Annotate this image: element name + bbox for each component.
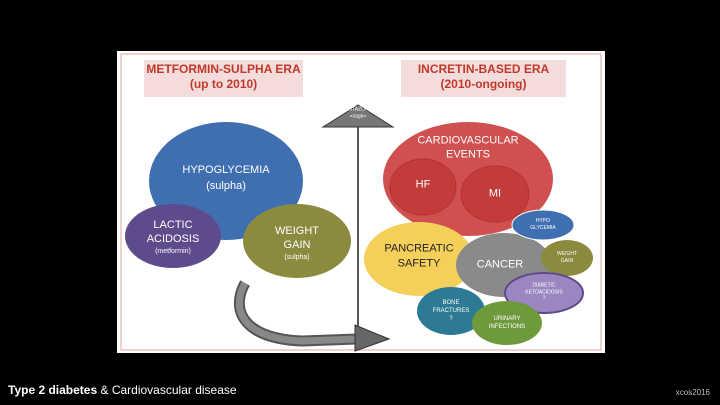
slide-credit: xcos2016 xyxy=(675,388,710,397)
left-era-title: METFORMIN-SULPHA ERA xyxy=(146,62,301,76)
footer-amp: & xyxy=(97,383,112,397)
left-era-subtitle: (up to 2010) xyxy=(189,77,258,91)
glitazone-line1: GLITAZONE xyxy=(344,106,372,113)
hf-label: HF xyxy=(415,178,431,191)
cardiovascular-line2: EVENTS xyxy=(445,149,491,161)
right-weight-gain-bubble xyxy=(541,240,593,276)
lactic-acidosis-bubble xyxy=(125,204,221,268)
diagram-graphics xyxy=(120,53,602,352)
urinary-line2: INFECTIONS xyxy=(488,324,526,330)
hf-bubble xyxy=(389,158,457,216)
hypoglycemia-sub: (sulpha) xyxy=(206,180,246,192)
right-weight-line2: GAIN xyxy=(560,258,574,264)
cancer-label: CANCER xyxy=(476,258,524,271)
right-weight-gain-label: WEIGHT GAIN xyxy=(557,251,577,265)
hypo-line1: HYPO xyxy=(535,218,551,224)
ketoacidosis-label: DIABETIC KETOACIDOSIS ? xyxy=(525,282,562,302)
mi-label: MI xyxy=(488,187,502,200)
cardiovascular-line1: CARDIOVASCULAR xyxy=(417,134,519,147)
right-era-subtitle: (2010-ongoing) xyxy=(440,77,527,91)
lactic-line2: ACIDOSIS xyxy=(146,233,200,246)
hypoglycemia-label: HYPOGLYCEMIA (sulpha) xyxy=(182,163,269,195)
hypo-line2: GLYCEMIA xyxy=(530,225,556,231)
weight-sub: (sulpha) xyxy=(284,253,310,261)
urinary-line1: URINARY xyxy=(493,315,521,322)
right-era-header: INCRETIN-BASED ERA (2010-ongoing) xyxy=(401,60,566,97)
right-weight-line1: WEIGHT xyxy=(557,251,577,257)
urinary-infections-bubble xyxy=(472,301,542,345)
bone-fractures-bubble xyxy=(417,287,485,335)
urinary-label: URINARY INFECTIONS xyxy=(489,315,525,331)
frame-border xyxy=(120,53,602,351)
divider-triangle xyxy=(321,104,395,128)
footer-rest: Cardiovascular disease xyxy=(111,383,237,397)
curved-arrow-head xyxy=(354,324,391,352)
ketoacidosis-bubble xyxy=(504,272,584,314)
lactic-sub: (metformin) xyxy=(155,247,191,255)
curved-arrow-shine xyxy=(236,281,358,345)
right-era-title: INCRETIN-BASED ERA xyxy=(417,62,550,76)
bone-line3: ? xyxy=(449,316,453,323)
glitazone-line2: «saga» xyxy=(349,113,367,119)
cardiovascular-label: CARDIOVASCULAR EVENTS xyxy=(417,134,518,163)
hypoglycemia-title: HYPOGLYCEMIA xyxy=(182,164,270,177)
weight-line2: GAIN xyxy=(283,239,311,252)
pancreatic-line1: PANCREATIC xyxy=(384,242,454,255)
bone-fractures-label: BONE FRACTURES ? xyxy=(433,299,470,323)
ketoacidosis-line1: DIABETIC xyxy=(532,282,556,289)
footer-bold: Type 2 diabetes xyxy=(8,383,98,397)
bone-line1: BONE xyxy=(442,299,460,306)
lactic-line1: LACTIC xyxy=(153,219,193,232)
pancreatic-line2: SAFETY xyxy=(397,258,441,270)
bone-line2: FRACTURES xyxy=(432,307,470,314)
pancreatic-bubble xyxy=(364,222,474,296)
ketoacidosis-line2: KETOACIDOSIS xyxy=(525,288,563,295)
weight-line1: WEIGHT xyxy=(275,225,319,238)
ketoacidosis-line3: ? xyxy=(542,295,546,302)
lactic-acidosis-label: LACTIC ACIDOSIS (metformin) xyxy=(147,218,200,256)
mi-bubble xyxy=(460,165,530,223)
left-era-header: METFORMIN-SULPHA ERA (up to 2010) xyxy=(144,60,303,97)
slide-footer: Type 2 diabetes & Cardiovascular disease xyxy=(8,383,237,397)
hypo-label: HYPO GLYCEMIA xyxy=(530,218,555,232)
weight-gain-label: WEIGHT GAIN (sulpha) xyxy=(275,224,319,262)
hypo-bubble xyxy=(511,209,575,241)
pancreatic-label: PANCREATIC SAFETY xyxy=(384,242,453,273)
weight-gain-bubble xyxy=(243,204,351,278)
diagram-panel: METFORMIN-SULPHA ERA (up to 2010) INCRET… xyxy=(117,51,605,353)
glitazone-label: GLITAZONE «saga» xyxy=(344,107,372,120)
